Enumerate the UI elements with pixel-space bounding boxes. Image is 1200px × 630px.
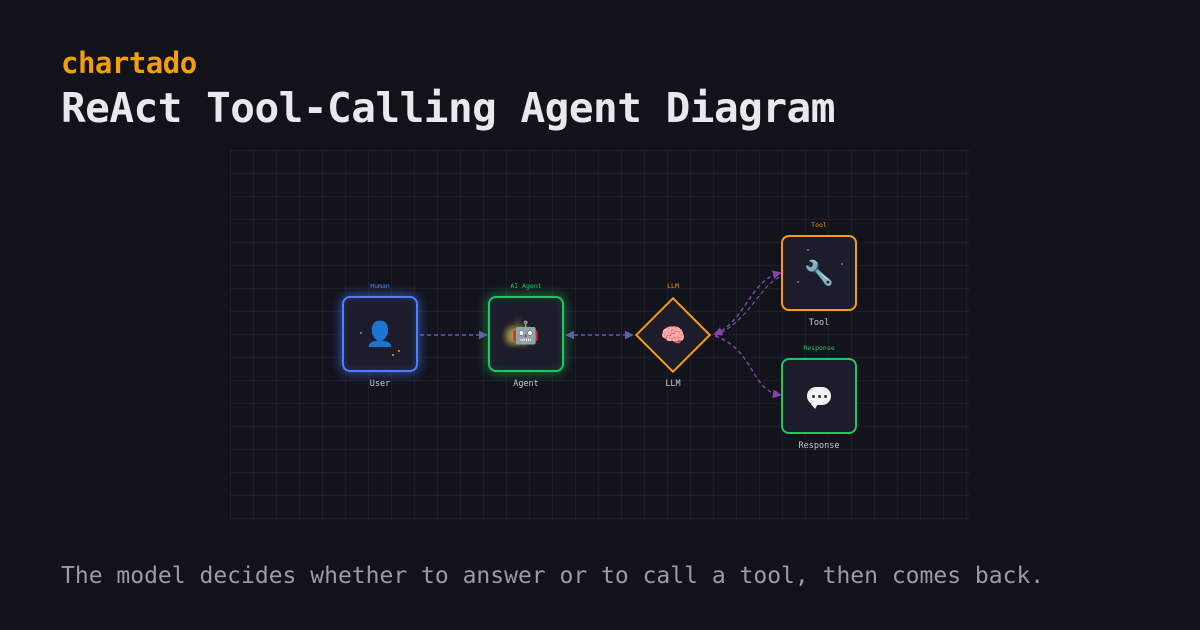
response-node-tag: Response bbox=[803, 344, 835, 352]
brain-icon: 🧠 bbox=[660, 323, 686, 347]
diagram-edges bbox=[420, 270, 782, 399]
tool-node-tag: Tool bbox=[811, 221, 827, 229]
response-node-label: Response bbox=[798, 441, 840, 451]
response-node[interactable] bbox=[781, 358, 857, 434]
tool-node[interactable]: 🔧 bbox=[781, 235, 857, 311]
agent-node-tag: AI Agent bbox=[510, 282, 542, 290]
user-icon: 👤 bbox=[365, 320, 395, 348]
tool-node-label: Tool bbox=[808, 318, 830, 328]
user-node-tag: Human bbox=[370, 282, 390, 290]
llm-node-icon-wrap: 🧠 bbox=[648, 310, 698, 360]
caption: The model decides whether to answer or t… bbox=[61, 563, 1045, 589]
speech-bubble-icon bbox=[807, 387, 831, 409]
agent-node-label: Agent bbox=[513, 379, 539, 389]
llm-node-label: LLM bbox=[665, 379, 681, 389]
llm-node-tag: LLM bbox=[667, 282, 679, 290]
edge-llm-tool bbox=[713, 270, 782, 336]
diagram-canvas: Human 👤 User AI Agent 🤖 Agent LLM 🧠 LLM … bbox=[230, 150, 970, 520]
wrench-icon: 🔧 bbox=[804, 259, 834, 287]
user-node-label: User bbox=[369, 379, 391, 389]
edge-tool-llm bbox=[714, 276, 781, 337]
brand-logo: chartado bbox=[61, 46, 197, 80]
edge-llm-response bbox=[714, 335, 782, 399]
agent-node[interactable]: 🤖 bbox=[488, 296, 564, 372]
user-node[interactable]: 👤 bbox=[342, 296, 418, 372]
page-title: ReAct Tool-Calling Agent Diagram bbox=[61, 84, 835, 132]
robot-icon: 🤖 bbox=[512, 321, 540, 346]
